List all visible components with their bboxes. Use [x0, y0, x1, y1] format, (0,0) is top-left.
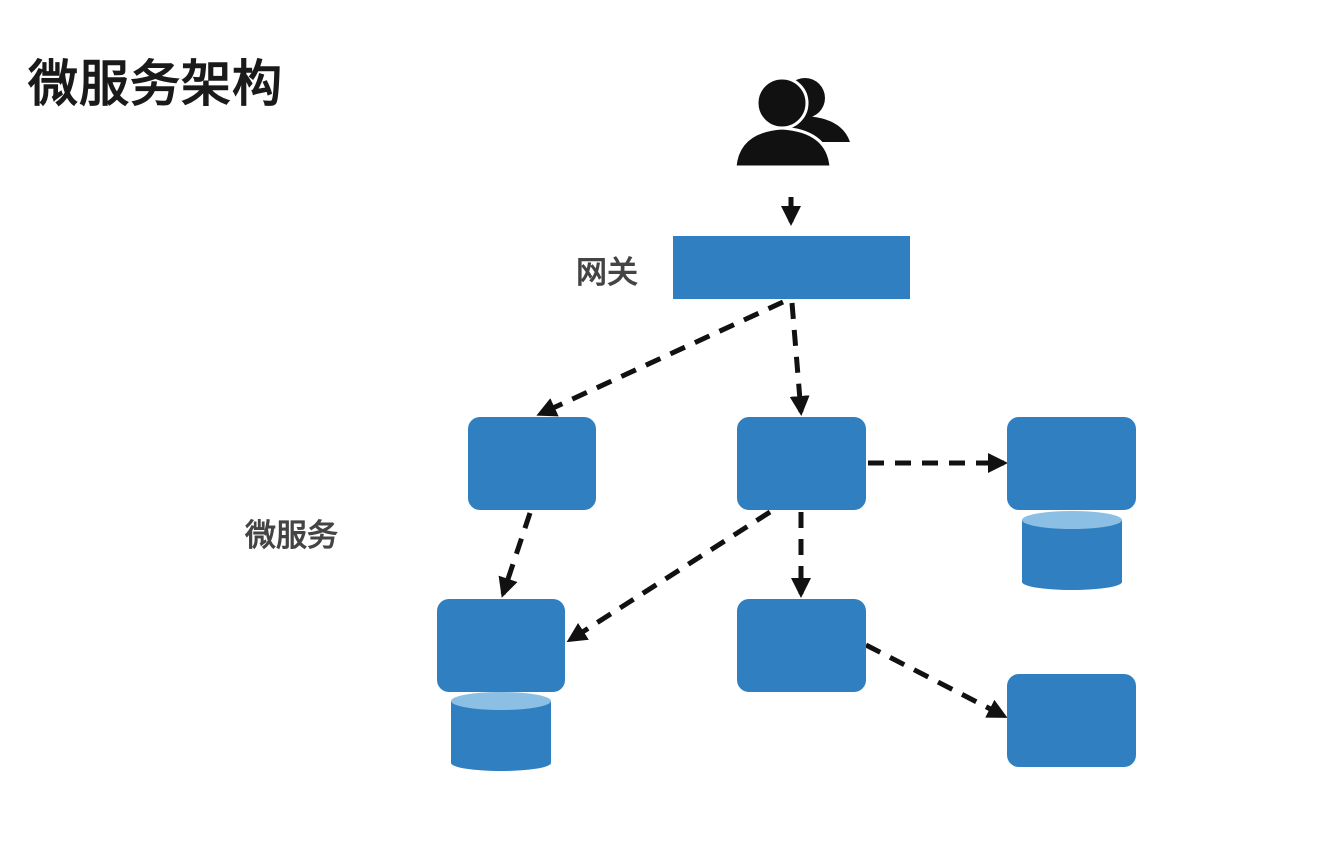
service-node-c	[1007, 417, 1136, 510]
database-cylinder-icon	[1022, 511, 1122, 590]
users-group-icon	[733, 76, 850, 169]
service-node-e	[737, 599, 866, 692]
page-title: 微服务架构	[28, 55, 283, 113]
arrow-gateway-to-service-b	[789, 302, 810, 416]
arrow-service-b-to-service-d	[566, 509, 772, 643]
microservice-label: 微服务	[245, 518, 338, 554]
database-cylinder-icon	[451, 692, 551, 771]
arrow-service-a-to-service-d	[498, 512, 533, 598]
service-node-b	[737, 417, 866, 510]
arrows	[498, 197, 1008, 719]
gateway-label: 网关	[576, 255, 638, 291]
service-node-d	[437, 599, 565, 692]
gateway-box	[673, 236, 910, 299]
service-node-f	[1007, 674, 1136, 767]
arrow-service-e-to-service-f	[864, 642, 1008, 719]
service-node-a	[468, 417, 596, 510]
arrow-gateway-to-service-a	[536, 299, 785, 417]
